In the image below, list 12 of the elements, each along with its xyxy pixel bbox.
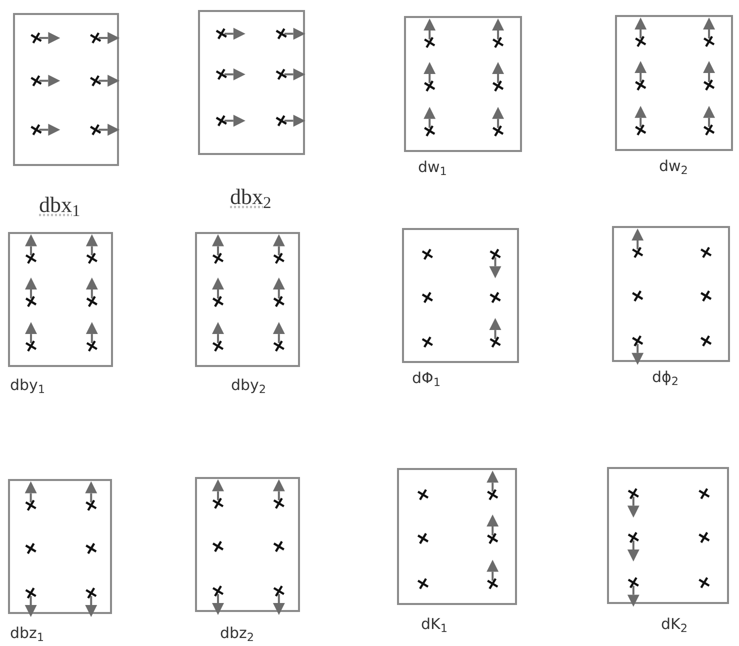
panel-label: dby$_{1}$	[10, 375, 46, 396]
panel-label: dϕ$_{2}$	[652, 367, 679, 388]
panel-label: dby$_{2}$	[231, 375, 266, 396]
panel-label: dbx$_{1}$	[39, 191, 80, 221]
panel-label: dbz$_{2}$	[220, 623, 254, 644]
panel-label: dK$_{1}$	[421, 614, 448, 636]
panel-label: dw$_{1}$	[418, 157, 447, 178]
panel-label: dbz$_{1}$	[10, 623, 44, 644]
panel-label: dw$_{2}$	[659, 156, 688, 178]
panel-label: dK$_{2}$	[661, 614, 688, 636]
panel-label: dΦ$_{1}$	[412, 368, 440, 390]
panel-label: dbx$_{2}$	[230, 183, 272, 213]
